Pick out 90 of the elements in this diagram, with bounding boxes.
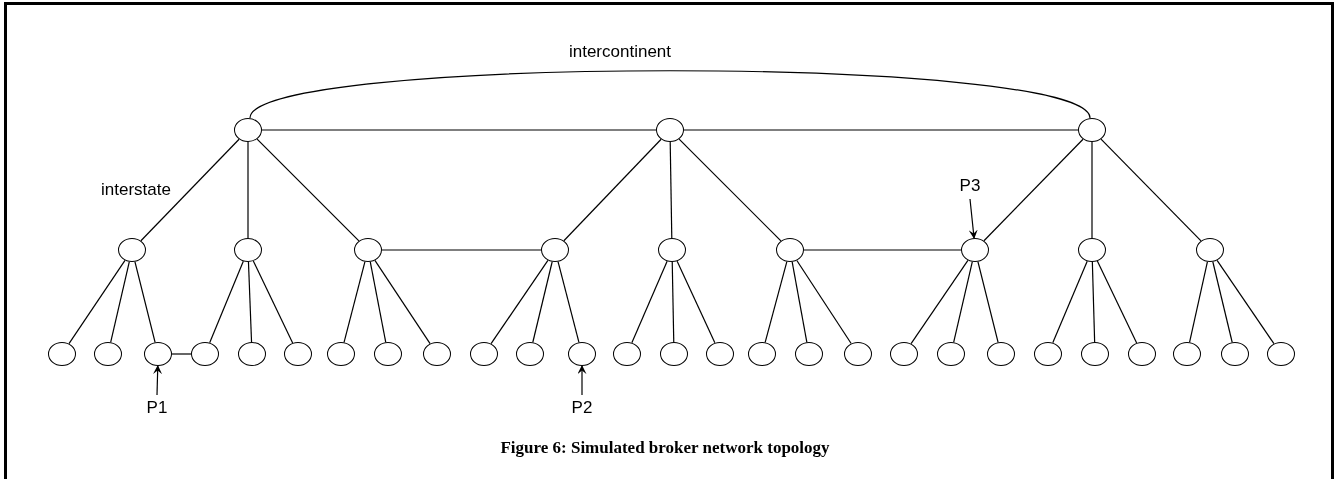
broker-node	[937, 342, 965, 366]
broker-node	[516, 342, 544, 366]
connector-line	[631, 260, 668, 344]
connector-line	[1216, 259, 1275, 345]
pointer-arrow	[153, 365, 163, 396]
connector-line	[791, 261, 808, 343]
broker-node	[1081, 342, 1109, 366]
connector-line	[1100, 138, 1202, 242]
pointer-arrow	[577, 365, 587, 396]
connector-line	[983, 138, 1084, 242]
edge-label: intercontinent	[568, 41, 672, 63]
connector-line	[683, 129, 1079, 131]
connector-line	[369, 261, 387, 343]
connector-line	[796, 259, 852, 345]
connector-line	[134, 261, 156, 343]
connector-line	[977, 261, 999, 343]
connector-line	[678, 138, 782, 242]
broker-node	[144, 342, 172, 366]
connector-line	[247, 261, 253, 343]
pointer-label: P3	[957, 175, 983, 197]
connector-line	[1091, 141, 1093, 239]
connector-line	[1096, 260, 1138, 344]
broker-node	[890, 342, 918, 366]
connector-line	[68, 259, 126, 345]
connector-line	[490, 259, 549, 345]
broker-node	[234, 118, 262, 142]
broker-node	[1034, 342, 1062, 366]
connector-line	[1189, 261, 1208, 343]
broker-node	[1221, 342, 1249, 366]
broker-node	[613, 342, 641, 366]
broker-node	[961, 238, 989, 262]
broker-node	[1078, 238, 1106, 262]
connector-line	[209, 260, 244, 344]
connector-line	[171, 353, 192, 355]
pointer-label: P1	[144, 397, 170, 419]
connector-line	[110, 261, 130, 343]
broker-node	[1128, 342, 1156, 366]
broker-node	[354, 238, 382, 262]
connector-line	[557, 261, 580, 343]
connector-line	[1212, 261, 1233, 343]
broker-node	[987, 342, 1015, 366]
broker-node	[1196, 238, 1224, 262]
connector-line	[803, 249, 962, 251]
broker-node	[1078, 118, 1106, 142]
broker-node	[748, 342, 776, 366]
broker-node	[844, 342, 872, 366]
pointer-label: P2	[569, 397, 595, 419]
broker-node	[470, 342, 498, 366]
connector-line	[563, 138, 662, 242]
connector-line	[374, 259, 431, 345]
connector-line	[343, 261, 366, 343]
broker-node	[1267, 342, 1295, 366]
connector-line	[247, 141, 249, 239]
broker-node	[238, 342, 266, 366]
broker-node	[706, 342, 734, 366]
connector-line	[140, 138, 240, 242]
broker-node	[656, 118, 684, 142]
broker-node	[94, 342, 122, 366]
connector-line	[953, 261, 973, 343]
connector-line	[261, 129, 657, 131]
broker-node	[48, 342, 76, 366]
broker-node	[795, 342, 823, 366]
broker-node	[374, 342, 402, 366]
broker-node	[1173, 342, 1201, 366]
broker-node	[191, 342, 219, 366]
connector-line	[256, 138, 360, 242]
connector-line	[1091, 261, 1096, 343]
connector-line	[249, 70, 1091, 119]
connector-line	[252, 260, 294, 344]
connector-line	[764, 261, 788, 343]
connector-line	[671, 261, 675, 343]
broker-node	[660, 342, 688, 366]
connector-line	[669, 141, 673, 239]
pointer-arrow	[968, 198, 978, 239]
connector-line	[532, 261, 553, 343]
figure-caption: Figure 6: Simulated broker network topology	[499, 437, 831, 459]
broker-node	[327, 342, 355, 366]
broker-node	[658, 238, 686, 262]
connector-line	[1052, 260, 1088, 344]
connector-line	[910, 259, 969, 345]
broker-node	[568, 342, 596, 366]
broker-node	[284, 342, 312, 366]
broker-node	[423, 342, 451, 366]
broker-node	[776, 238, 804, 262]
connector-line	[676, 260, 716, 344]
broker-node	[541, 238, 569, 262]
connector-line	[381, 249, 542, 251]
broker-node	[118, 238, 146, 262]
edge-label: interstate	[101, 179, 171, 201]
broker-node	[234, 238, 262, 262]
